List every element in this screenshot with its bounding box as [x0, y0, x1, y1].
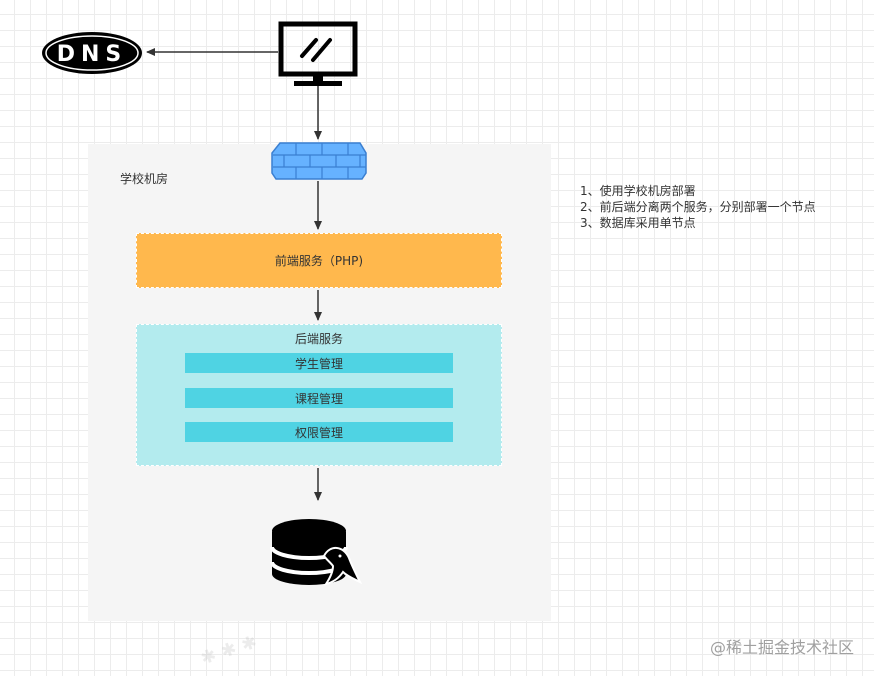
module-label: 权限管理	[294, 425, 343, 440]
dns-icon-label: DNS	[57, 42, 128, 67]
monitor-icon[interactable]	[278, 21, 358, 86]
note-line: 1、使用学校机房部署	[580, 184, 696, 198]
dns-icon[interactable]: DNS	[42, 32, 142, 74]
deployment-notes: 1、使用学校机房部署 2、前后端分离两个服务，分别部署一个节点 3、数据库采用单…	[580, 183, 816, 231]
note-line: 2、前后端分离两个服务，分别部署一个节点	[580, 200, 816, 214]
module-student-management[interactable]: 学生管理	[185, 353, 453, 373]
mysql-database-icon[interactable]	[270, 519, 363, 586]
firewall-icon[interactable]	[271, 142, 367, 180]
brand-watermark: @稀土掘金技术社区	[709, 638, 854, 657]
module-label: 学生管理	[294, 356, 343, 371]
frontend-service-label: 前端服务（PHP)	[274, 254, 364, 268]
room-label: 学校机房	[120, 172, 169, 186]
module-permission-management[interactable]: 权限管理	[185, 422, 453, 442]
note-line: 3、数据库采用单节点	[580, 216, 696, 230]
module-course-management[interactable]: 课程管理	[185, 388, 453, 408]
backend-service-title: 后端服务	[294, 332, 343, 346]
module-label: 课程管理	[294, 391, 343, 406]
frontend-service[interactable]: 前端服务（PHP)	[136, 233, 502, 288]
